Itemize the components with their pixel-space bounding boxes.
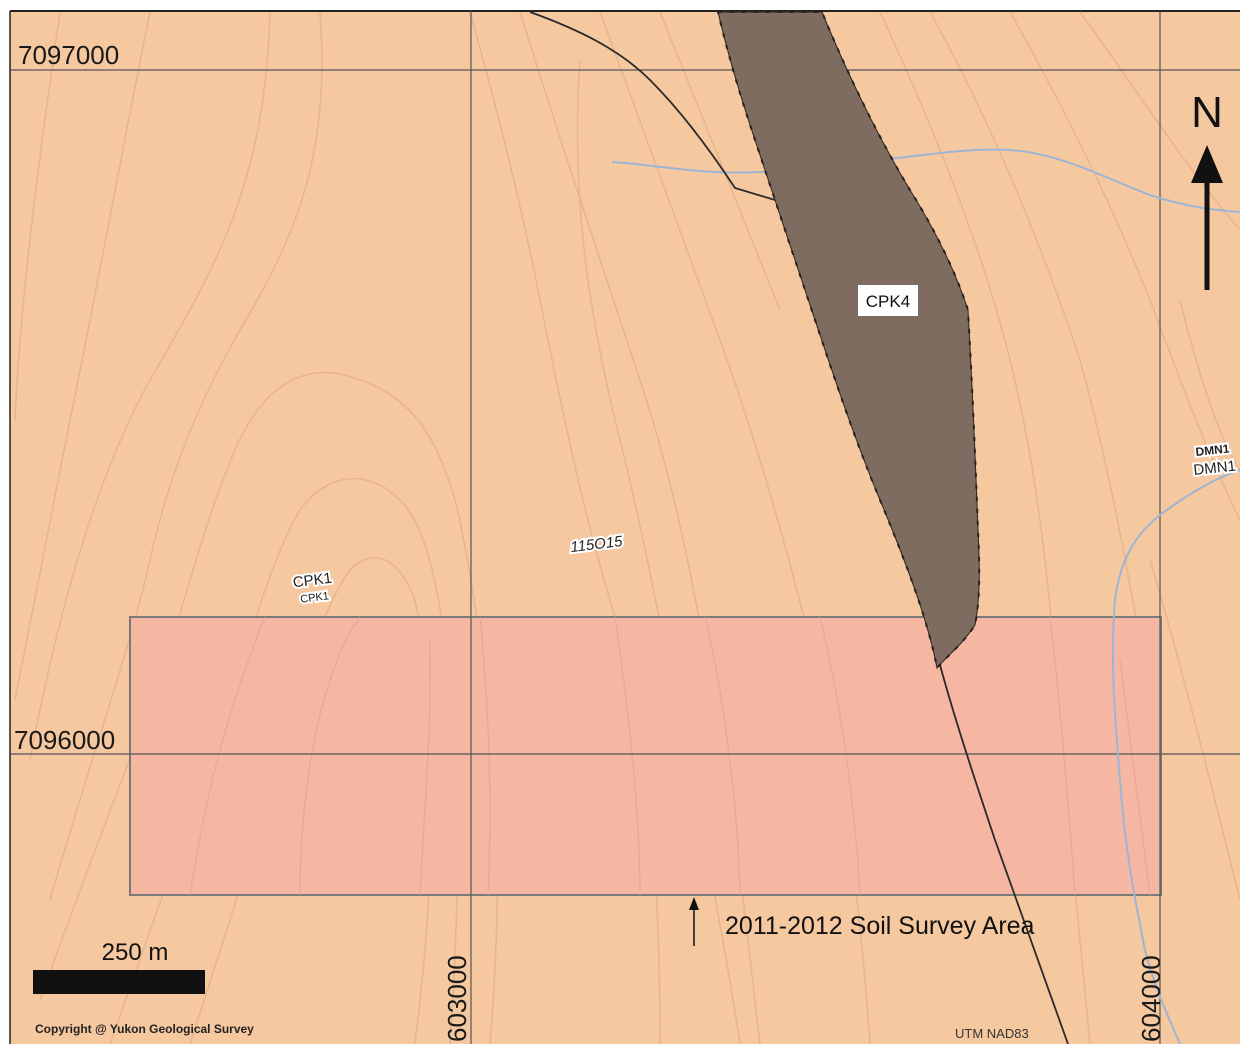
dmn1-label-a: DMN1 <box>1195 441 1231 459</box>
streams <box>611 148 1240 1044</box>
cpk4-label-box <box>858 285 918 316</box>
easting-label-right: 604000 <box>1136 955 1166 1042</box>
top-edge <box>0 0 1240 12</box>
north-arrow: N <box>1191 88 1223 290</box>
survey-area-label: 2011-2012 Soil Survey Area <box>725 912 1035 940</box>
contour-lines-over-survey <box>189 616 1151 896</box>
projection-text: UTM NAD83 <box>955 1026 1029 1041</box>
cpk4-outline <box>717 11 980 670</box>
copyright-text: Copyright @ Yukon Geological Survey <box>35 1022 254 1036</box>
easting-label-left: 603000 <box>442 955 472 1042</box>
northing-label-bottom: 7096000 <box>14 725 115 755</box>
north-arrow-label: N <box>1191 88 1223 137</box>
survey-area-polygon <box>129 616 1162 896</box>
dmn1-label-group: DMN1 DMN1 <box>1191 439 1239 481</box>
survey-area-pointer-head <box>689 897 699 910</box>
utm-grid <box>10 11 1240 1044</box>
cpk4-label: CPK4 <box>866 292 910 311</box>
northing-label-top: 7097000 <box>18 40 119 70</box>
trail-line <box>529 11 1069 1044</box>
scale-bar-label: 250 m <box>102 939 169 966</box>
scale-bar: 250 m <box>33 939 205 994</box>
north-arrow-icon <box>1191 145 1223 183</box>
cpk1-label-b: CPK1 <box>300 590 330 605</box>
scale-bar-bar <box>33 970 205 994</box>
